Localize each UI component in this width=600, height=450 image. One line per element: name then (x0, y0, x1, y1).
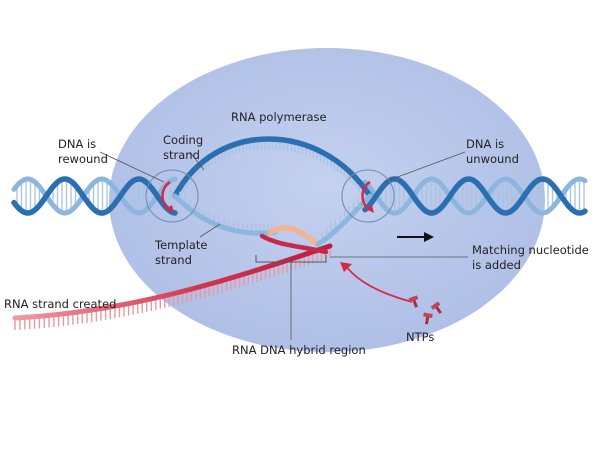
direction-arrowhead (424, 232, 434, 242)
label-dna-unwound-line1: DNA is (466, 137, 504, 151)
coding-strand (172, 136, 373, 199)
template-strand-return (315, 193, 373, 247)
rna-backbone (12, 243, 333, 321)
leader-dna-unwound (383, 151, 466, 183)
leader-dna-rewound (99, 151, 165, 183)
unwind-zone-circle (341, 169, 395, 223)
dna-back-strand (11, 176, 178, 216)
label-coding-strand-line2: strand (163, 148, 200, 162)
label-ntps: NTPs (406, 330, 434, 344)
label-rna-polymerase: RNA polymerase (231, 110, 327, 124)
label-dna-unwound-line2: unwound (466, 152, 519, 166)
label-matching-nucleotide-line2: is added (472, 258, 521, 272)
dna-front-strand (11, 176, 178, 216)
ntp-incoming-arrowhead (340, 262, 352, 272)
hybrid-dna-template (267, 225, 321, 247)
label-coding-strand-line1: Coding (163, 133, 203, 147)
label-template-strand-line2: strand (155, 253, 192, 267)
left-dna-helix (11, 176, 178, 216)
unwind-rotation-arrowhead (366, 205, 374, 213)
rewind-zone-circle (145, 169, 199, 223)
leader-coding-strand (189, 151, 205, 171)
dna-front-strand (362, 176, 588, 216)
label-dna-rewound-line1: DNA is (58, 137, 96, 151)
ntp-molecules (408, 295, 442, 325)
hybrid-rna (259, 233, 329, 255)
label-dna-rewound-line2: rewound (58, 152, 108, 166)
rewind-rotation-arrowhead (166, 205, 174, 213)
transcription-bubble (172, 136, 373, 247)
template-strand (172, 193, 278, 236)
right-dna-helix (362, 176, 588, 216)
leader-template-strand (199, 223, 221, 238)
label-template-strand-line1: Template (154, 238, 207, 252)
ntp-incoming-arrow (345, 265, 413, 303)
rna-strand (12, 233, 333, 330)
label-hybrid-region: RNA DNA hybrid region (232, 343, 366, 357)
label-matching-nucleotide-line1: Matching nucleotide (472, 243, 589, 257)
label-rna-strand-created: RNA strand created (4, 297, 116, 311)
dna-back-strand (362, 176, 588, 216)
rna-polymerase-body (109, 48, 545, 352)
